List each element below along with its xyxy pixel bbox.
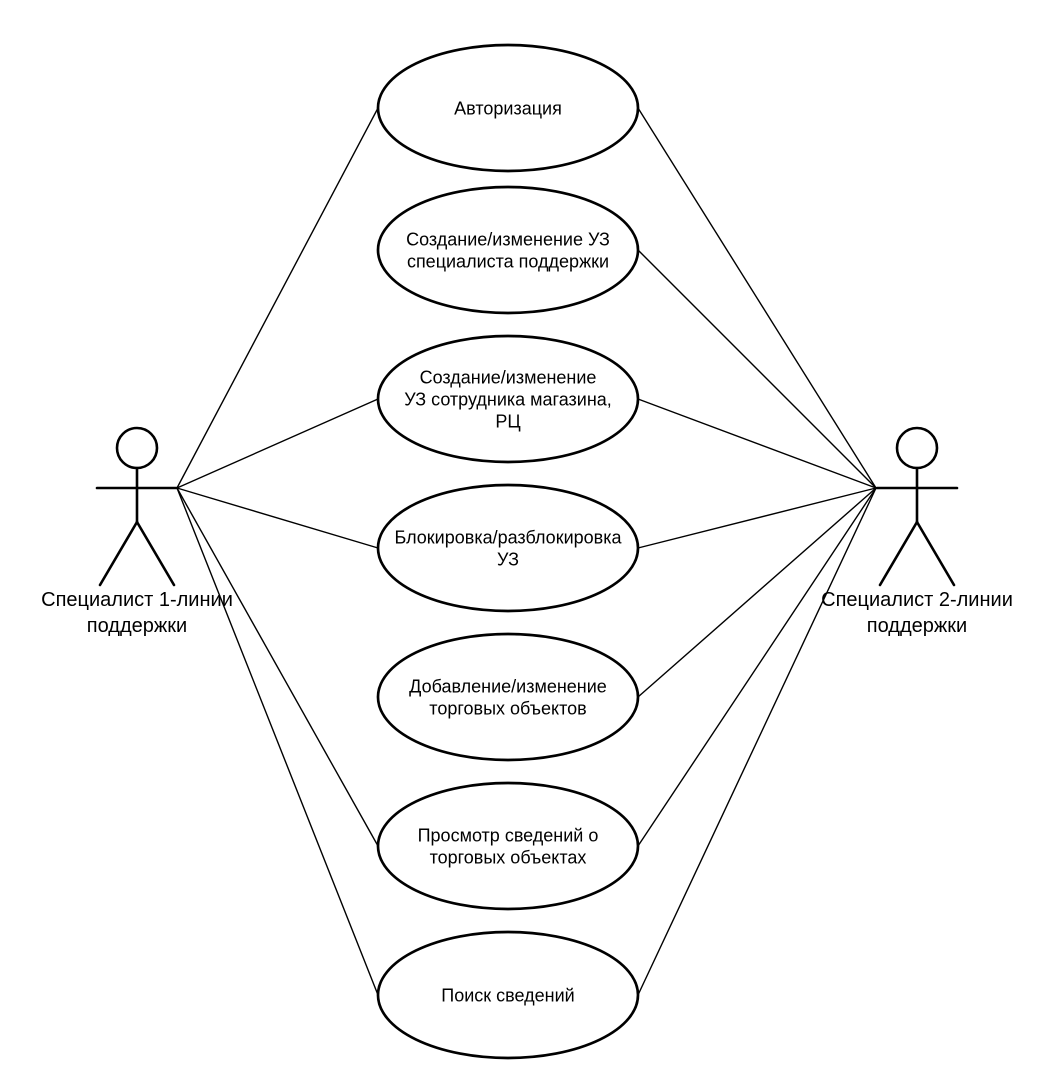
actor-2nd-line-head xyxy=(895,426,939,470)
uc-authorization-label: Авторизация xyxy=(454,98,562,118)
association-actor-1st-line--uc-search-info xyxy=(176,487,379,996)
association-actor-1st-line--uc-view-trade-objects-info xyxy=(176,487,379,847)
actor-1st-line-leg-left xyxy=(98,520,139,587)
association-actor-2nd-line--uc-block-unblock-account xyxy=(637,487,877,549)
association-actor-2nd-line--uc-create-store-account xyxy=(637,398,877,489)
uc-block-unblock-account-ellipse xyxy=(376,483,640,613)
association-actor-2nd-line--uc-authorization xyxy=(637,107,877,489)
uc-search-info: Поиск сведений xyxy=(376,930,640,1060)
uc-create-store-account-ellipse xyxy=(376,334,640,464)
association-actor-1st-line--uc-authorization xyxy=(176,107,379,489)
uc-authorization-ellipse xyxy=(376,43,640,173)
association-actor-2nd-line--uc-create-support-account xyxy=(637,249,877,489)
uc-authorization: Авторизация xyxy=(376,43,640,173)
uc-search-info-label: Поиск сведений xyxy=(441,985,574,1005)
uc-view-trade-objects-info-ellipse xyxy=(376,781,640,911)
association-actor-2nd-line--uc-add-edit-trade-objects xyxy=(637,487,877,698)
association-actor-2nd-line--uc-search-info xyxy=(637,487,877,996)
uc-search-info-ellipse xyxy=(376,930,640,1060)
association-actor-1st-line--uc-block-unblock-account xyxy=(176,487,379,549)
actor-2nd-line-leg-left xyxy=(878,520,919,587)
actor-1st-line-leg-right xyxy=(135,520,176,587)
uc-add-edit-trade-objects-ellipse xyxy=(376,632,640,762)
association-actor-2nd-line--uc-view-trade-objects-info xyxy=(637,487,877,847)
actor-1st-line-head xyxy=(115,426,159,470)
actor-2nd-line-leg-right xyxy=(915,520,956,587)
uc-create-support-account-ellipse xyxy=(376,185,640,315)
association-actor-1st-line--uc-create-store-account xyxy=(176,398,379,489)
